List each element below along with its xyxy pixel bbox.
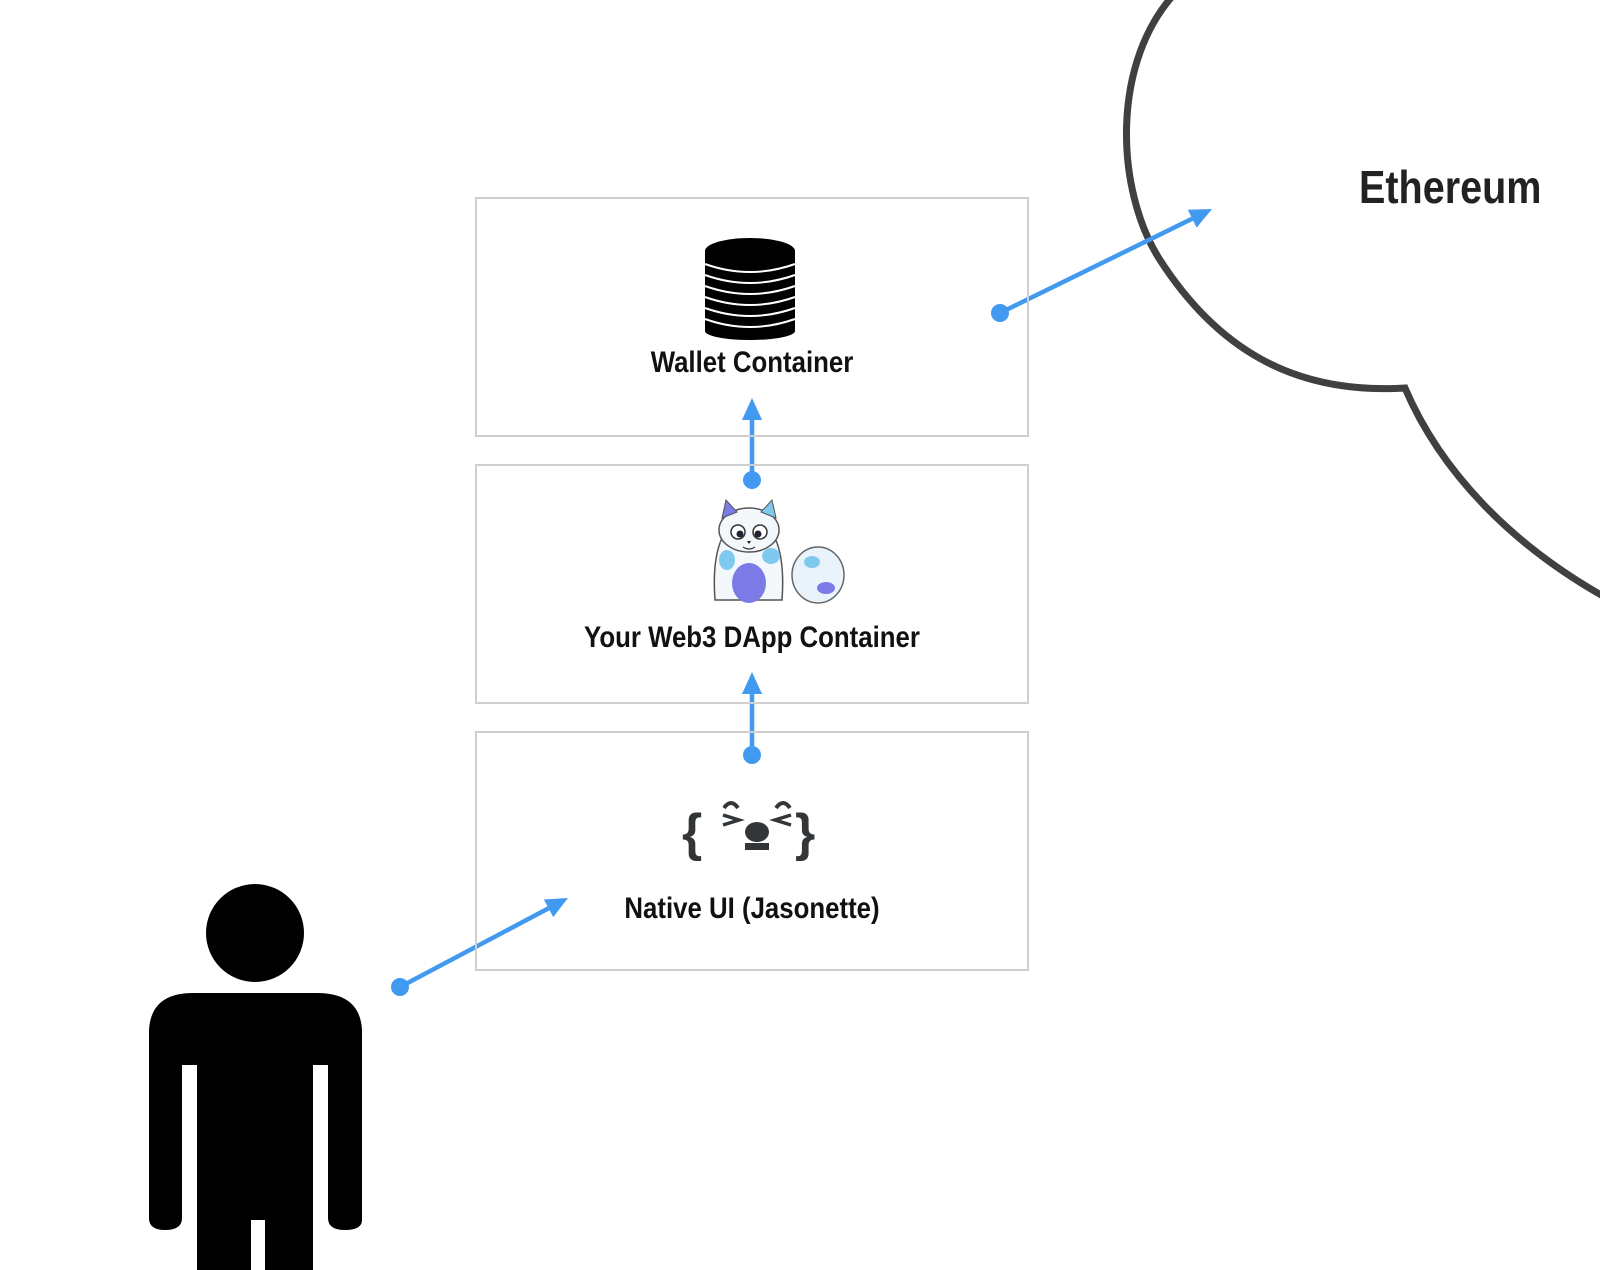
- person-icon: [149, 884, 362, 1270]
- arrow-origin-dot: [743, 471, 761, 489]
- arrow-wallet-to-ethereum: [991, 209, 1212, 322]
- arrows: [391, 209, 1212, 996]
- arrow-dapp-to-wallet: [742, 398, 762, 489]
- native-ui-label: Native UI (Jasonette): [624, 892, 880, 925]
- arrowhead: [543, 898, 568, 918]
- wallet-container-label: Wallet Container: [650, 346, 854, 379]
- arrow-native-to-dapp: [742, 672, 762, 764]
- dapp-container-box: [475, 464, 1029, 704]
- arrowhead: [742, 398, 762, 420]
- jasonette-logo-icon: { }: [682, 801, 815, 862]
- svg-text:{: {: [682, 804, 702, 862]
- arrow-origin-dot: [391, 978, 409, 996]
- arrow-origin-dot: [991, 304, 1009, 322]
- arrowhead: [742, 672, 762, 694]
- arrow-line: [999, 216, 1194, 316]
- dapp-container-label: Your Web3 DApp Container: [584, 621, 920, 654]
- cryptokitty-icon: [713, 498, 845, 604]
- arrow-line: [398, 906, 550, 989]
- arrow-user-to-native: [391, 898, 568, 996]
- arrow-origin-dot: [743, 746, 761, 764]
- arrowhead: [1187, 209, 1212, 228]
- database-icon: [704, 238, 796, 340]
- native-ui-box: [475, 731, 1029, 971]
- svg-text:}: }: [795, 804, 815, 862]
- ethereum-label: Ethereum: [1359, 161, 1542, 213]
- ethereum-cloud: [1123, 0, 1600, 599]
- wallet-container-box: [475, 197, 1029, 437]
